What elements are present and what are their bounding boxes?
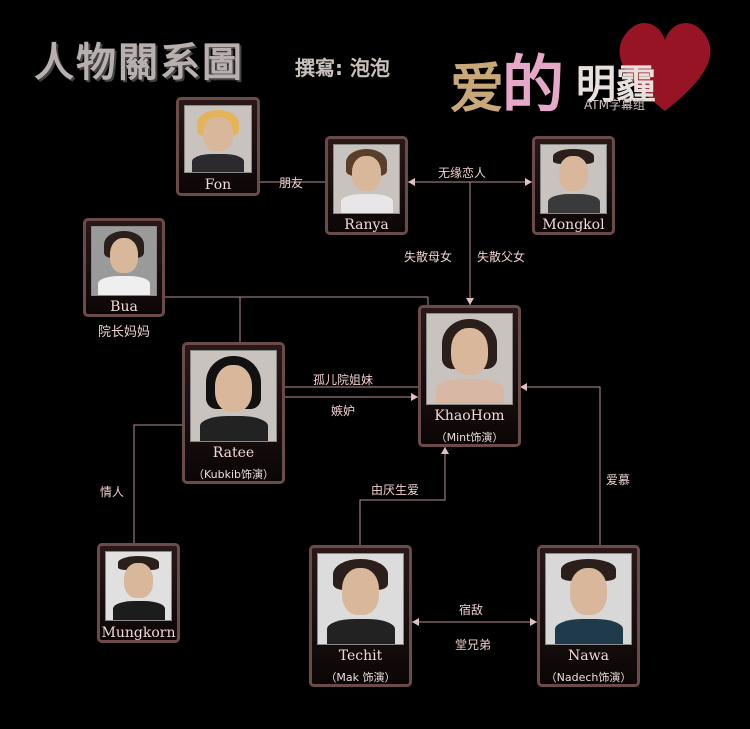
logo-text-3: 明霾 (576, 61, 656, 108)
heart-icon (619, 23, 711, 112)
label-jealousy: 嫉妒 (331, 404, 356, 418)
character-card-bua[interactable]: Bua (83, 218, 165, 317)
label-lost-father: 失散父女 (477, 250, 526, 264)
character-name: Nawa (568, 648, 609, 664)
character-name: KhaoHom (434, 408, 505, 424)
logo-text-1: 爱 (450, 56, 504, 120)
label-lost-mother: 失散母女 (404, 250, 453, 264)
label-admire: 爱慕 (606, 473, 631, 487)
label-orphan-sisters: 孤儿院姐妹 (313, 373, 374, 387)
actor-credit: （Nadech饰演） (545, 671, 632, 684)
character-name: Mungkorn (101, 625, 176, 641)
portrait-mongkol (540, 144, 607, 214)
character-name: Bua (110, 299, 138, 315)
label-hate-to-love: 由厌生爱 (371, 483, 420, 497)
bua-role-note: 院长妈妈 (98, 325, 151, 340)
portrait-khaohom (426, 313, 513, 405)
portrait-mungkorn (105, 551, 172, 621)
character-card-fon[interactable]: Fon (176, 97, 260, 196)
character-card-nawa[interactable]: Nawa （Nadech饰演） (537, 545, 640, 687)
portrait-fon (184, 105, 252, 173)
character-name: Ranya (344, 217, 389, 233)
character-name: Mongkol (542, 217, 605, 233)
line-hate-love (359, 447, 446, 545)
character-name: Techit (338, 648, 383, 664)
portrait-techit (317, 553, 404, 645)
actor-credit: （Mak 饰演） (325, 671, 396, 684)
character-card-khaohom[interactable]: KhaoHom （Mint饰演） (418, 305, 521, 447)
label-lovers: 情人 (100, 485, 125, 499)
character-card-ratee[interactable]: Ratee （Kubkib饰演） (182, 342, 285, 484)
label-cousins: 堂兄弟 (455, 638, 492, 652)
character-name: Fon (204, 177, 232, 193)
logo-subtitle: ATM字幕组 (584, 98, 645, 112)
line-lovers (133, 424, 182, 545)
show-logo: 爱 的 明霾 ATM字幕组 (450, 18, 720, 121)
character-name: Ratee (212, 445, 255, 461)
logo-text-2: 的 (502, 48, 565, 121)
portrait-bua (91, 226, 157, 296)
portrait-ranya (333, 144, 400, 214)
actor-credit: （Kubkib饰演） (192, 468, 275, 481)
label-friends: 朋友 (279, 176, 304, 190)
character-card-mongkol[interactable]: Mongkol (532, 136, 615, 235)
page-title: 人物關系圖 (34, 39, 244, 86)
character-card-mungkorn[interactable]: Mungkorn (97, 543, 180, 643)
line-admire (520, 386, 601, 545)
portrait-ratee (190, 350, 277, 442)
actor-credit: （Mint饰演） (435, 431, 504, 444)
character-card-techit[interactable]: Techit （Mak 饰演） (309, 545, 412, 687)
label-enemies: 宿敌 (459, 603, 484, 617)
character-card-ranya[interactable]: Ranya (325, 136, 408, 235)
author-credit: 撰寫: 泡泡 (295, 56, 390, 80)
portrait-nawa (545, 553, 632, 645)
label-lost-lovers: 无缘恋人 (438, 166, 487, 180)
